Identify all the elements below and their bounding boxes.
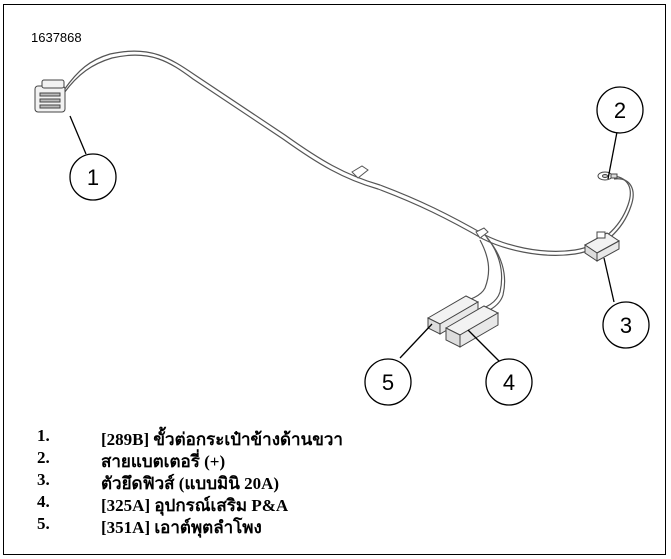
- legend-number: 2.: [37, 448, 50, 467]
- leader-lines: [69, 115, 618, 363]
- legend-text: [351A] เอาต์พุตลำโพง: [101, 518, 262, 537]
- harness-cable: [63, 50, 634, 317]
- side-case-connector: [34, 79, 66, 113]
- legend-item: 1. [289B] ขั้วต่อกระเป๋าข้างด้านขวา: [0, 426, 671, 449]
- legend-item: 2. สายแบตเตอรี่ (+): [0, 448, 671, 471]
- fuse-holder: [584, 231, 620, 262]
- svg-text:4: 4: [503, 370, 515, 395]
- legend-text: สายแบตเตอรี่ (+): [101, 452, 226, 471]
- callout-2: 2: [596, 86, 644, 134]
- svg-text:5: 5: [382, 370, 394, 395]
- legend-item: 4. [325A] อุปกรณ์เสริม P&A: [0, 492, 671, 515]
- cable-clip: [351, 165, 489, 239]
- legend-text: [289B] ขั้วต่อกระเป๋าข้างด้านขวา: [101, 430, 343, 449]
- legend-number: 1.: [37, 426, 50, 445]
- speaker-output-connector: [426, 295, 480, 335]
- callout-1: 1: [69, 153, 117, 201]
- legend-text: ตัวยึดฟิวส์ (แบบมินิ 20A): [101, 474, 280, 493]
- callout-4: 4: [485, 358, 533, 406]
- legend-item: 3. ตัวยึดฟิวส์ (แบบมินิ 20A): [0, 470, 671, 493]
- legend-text: [325A] อุปกรณ์เสริม P&A: [101, 496, 289, 515]
- accessory-connector: [444, 305, 500, 348]
- legend-item: 5. [351A] เอาต์พุตลำโพง: [0, 514, 671, 537]
- legend-number: 4.: [37, 492, 50, 511]
- legend-number: 5.: [37, 514, 50, 533]
- svg-text:3: 3: [620, 313, 632, 338]
- svg-text:1: 1: [87, 165, 99, 190]
- svg-text:2: 2: [614, 98, 626, 123]
- figure-frame: [3, 4, 666, 555]
- legend-number: 3.: [37, 470, 50, 489]
- callout-5: 5: [364, 358, 412, 406]
- wiring-harness-diagram: 1 2 3 4 5: [34, 50, 650, 406]
- figure-id: 1637868: [31, 30, 82, 45]
- callout-3: 3: [602, 301, 650, 349]
